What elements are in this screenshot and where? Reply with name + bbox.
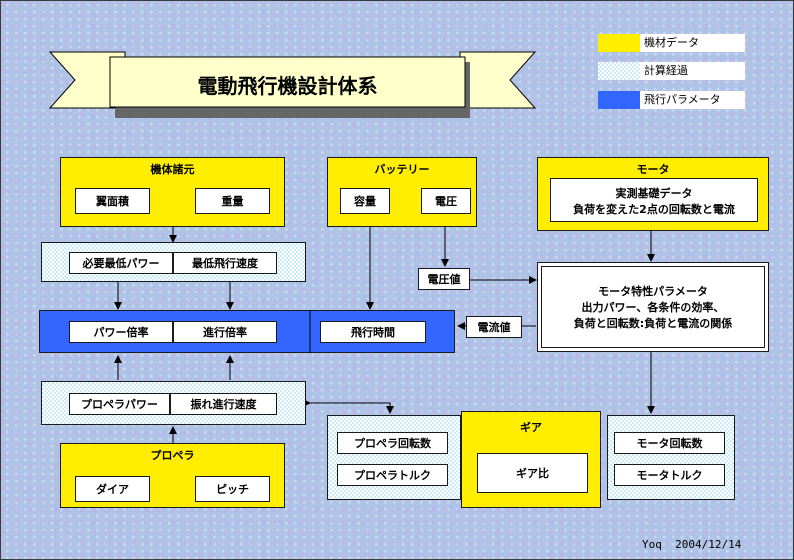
motor-characteristics-inner	[541, 266, 765, 348]
min-speed-cell: 最低飛行速度	[173, 252, 277, 274]
motor-char-line2: 負荷と回転数:負荷と電流の関係	[573, 317, 733, 330]
current-value-cell: 電流値	[466, 316, 522, 338]
legend-label-calculation: 計算経過	[640, 62, 745, 80]
capacity-cell: 容量	[340, 188, 390, 214]
banner-left-ribbon	[48, 51, 126, 109]
gear-title: ギア	[520, 421, 542, 434]
motor-base-data-line1: 実測基礎データ	[615, 187, 693, 200]
motor-rpm-cell: モータ回転数	[614, 432, 725, 454]
power-ratio-cell: パワー倍率	[69, 321, 173, 343]
voltage-cell: 電圧	[421, 188, 471, 214]
motor-base-data-box	[550, 178, 758, 222]
airframe-title: 機体諸元	[150, 163, 195, 176]
motor-title: モータ	[636, 163, 670, 176]
prop-power-cell: プロペラパワー	[69, 393, 170, 415]
propeller-title: プロペラ	[150, 449, 195, 462]
legend-label-flight-param: 飛行パラメータ	[640, 91, 745, 109]
advance-ratio-cell: 進行倍率	[173, 321, 277, 343]
banner-main	[109, 56, 466, 108]
prop-rpm-cell: プロペラ回転数	[337, 432, 448, 454]
weight-cell: 重量	[195, 188, 270, 214]
diameter-cell: ダイア	[75, 476, 150, 502]
wing-area-cell: 翼面積	[75, 188, 150, 214]
legend-swatch-calculation	[598, 62, 640, 80]
arrow-prop-calc-prop-output	[303, 399, 394, 414]
legend-label-equipment: 機材データ	[640, 34, 745, 52]
motor-torque-cell: モータトルク	[614, 464, 725, 486]
gear-ratio-cell: ギア比	[477, 453, 588, 493]
pitch-cell: ピッチ	[195, 476, 270, 502]
flight-time-cell: 飛行時間	[320, 321, 426, 343]
legend-swatch-flight-param	[598, 91, 640, 109]
min-power-cell: 必要最低パワー	[69, 252, 173, 274]
motor-base-data-line2: 負荷を変えた2点の回転数と電流	[573, 203, 735, 216]
battery-title: バッテリー	[374, 163, 430, 176]
footer-credit: Yoq 2004/12/14	[642, 538, 742, 551]
motor-output-box	[607, 415, 735, 500]
motor-char-title: モータ特性パラメータ	[598, 285, 708, 298]
banner-right-ribbon	[459, 51, 537, 109]
legend-swatch-equipment	[598, 34, 640, 52]
prop-torque-cell: プロペラトルク	[337, 464, 448, 486]
shake-speed-cell: 振れ進行速度	[170, 393, 277, 415]
voltage-value-cell: 電圧値	[418, 268, 470, 290]
prop-output-box	[327, 415, 461, 500]
page-title: 電動飛行機設計体系	[197, 74, 378, 98]
motor-char-line1: 出力パワー、各条件の効率、	[581, 301, 725, 314]
